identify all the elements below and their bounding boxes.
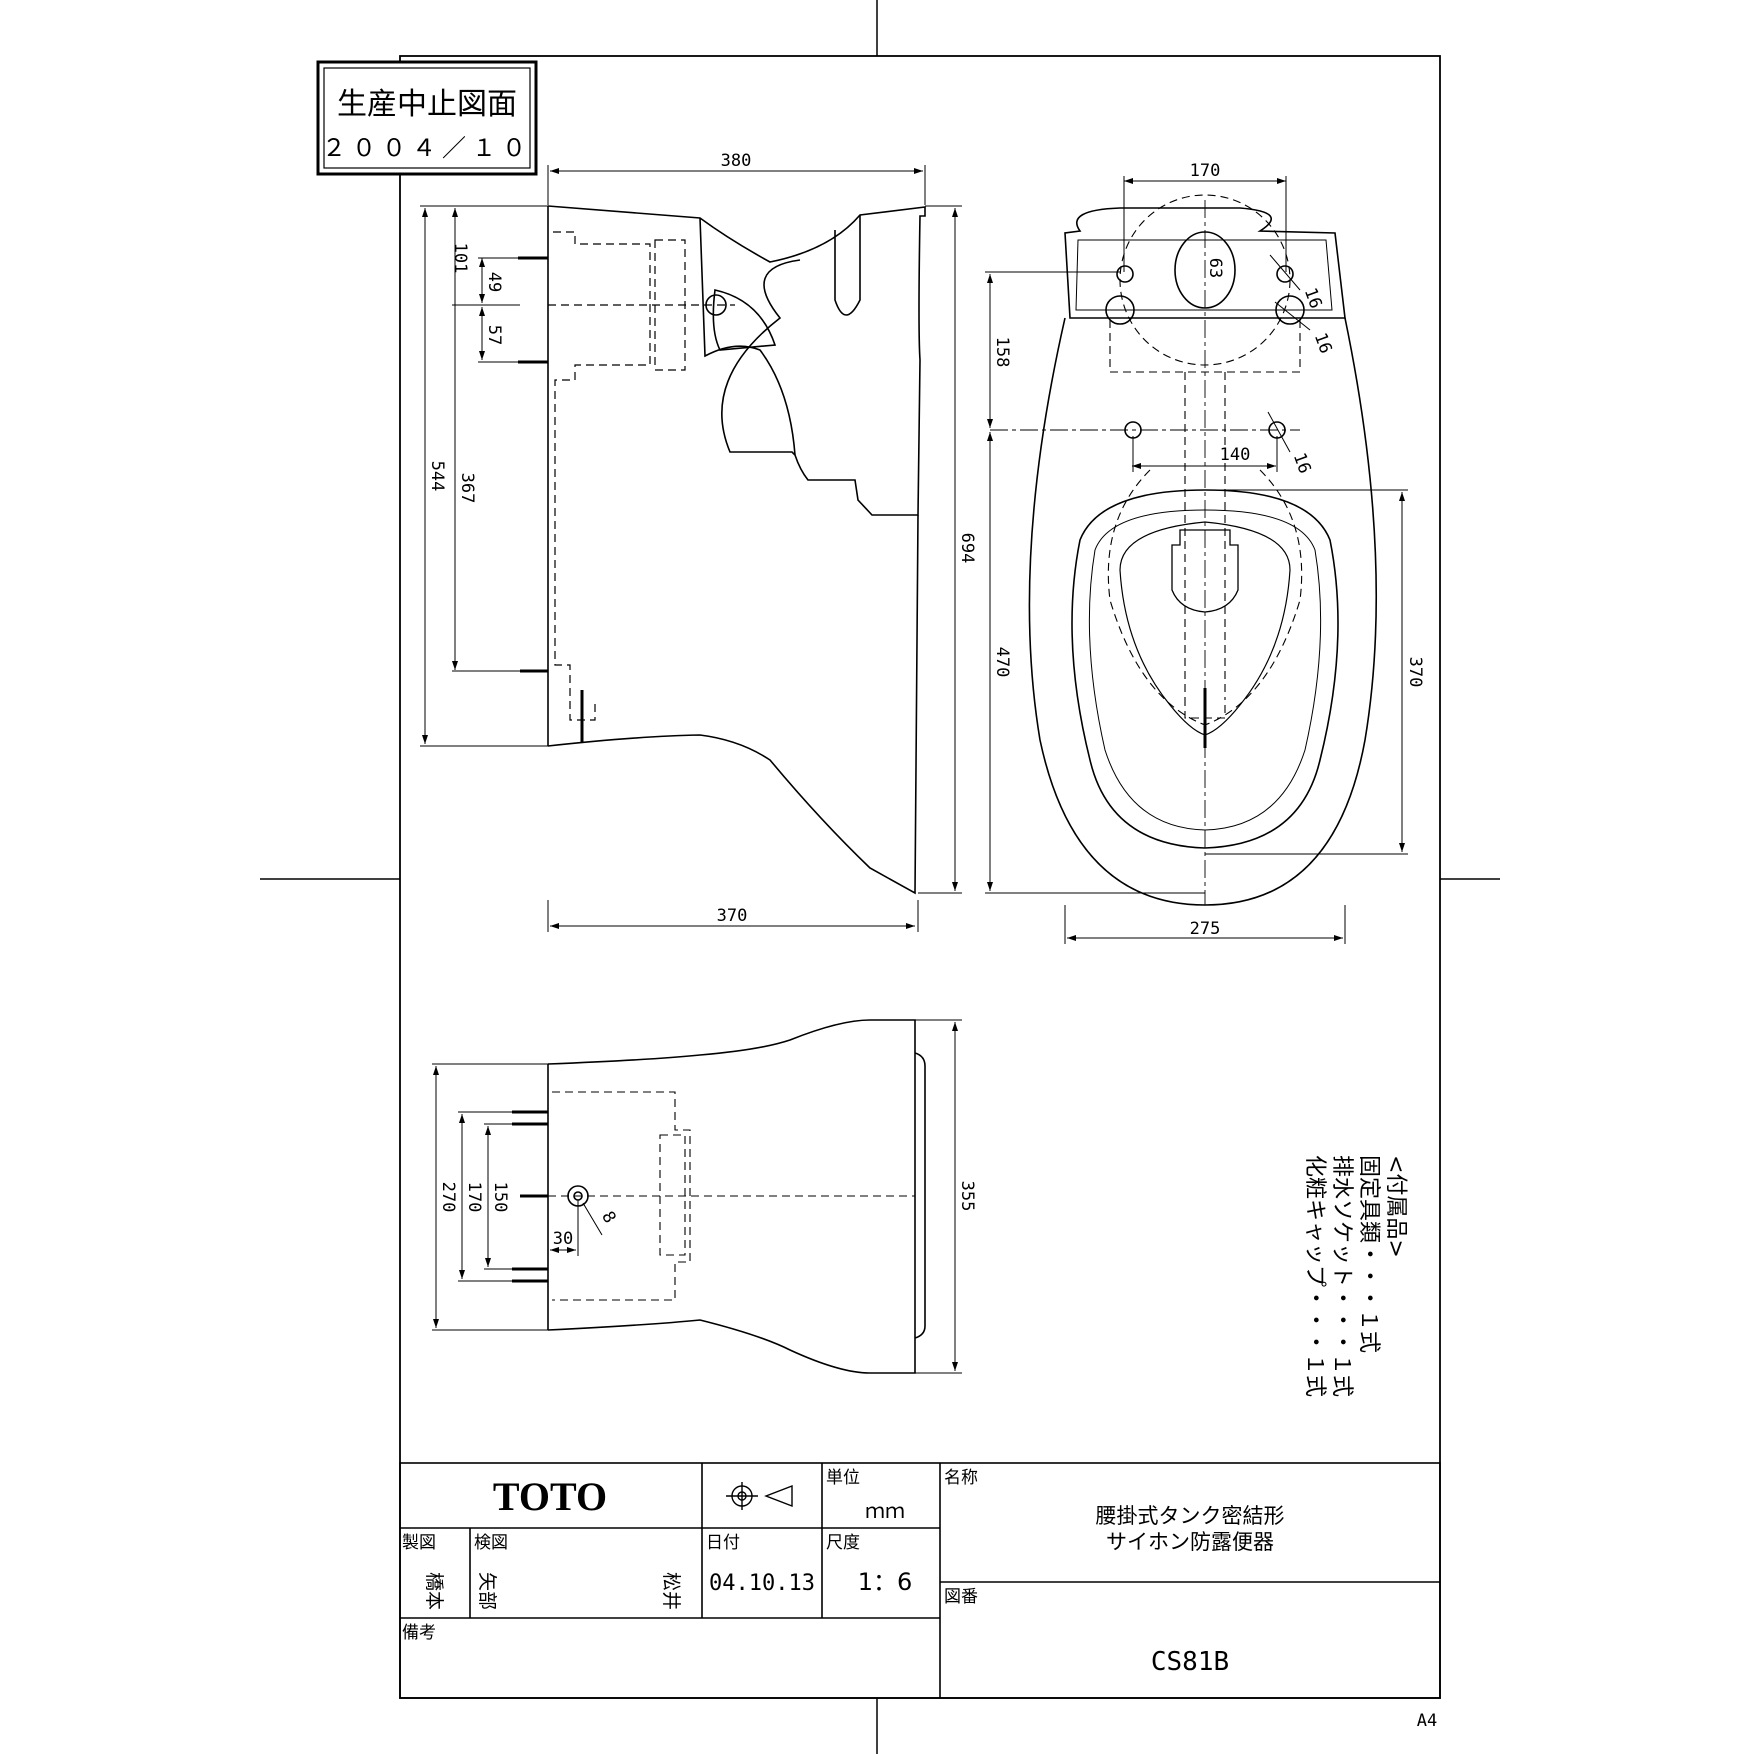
name-line-1: 腰掛式タンク密結形	[1096, 1504, 1285, 1528]
dim-8: 8	[597, 1208, 619, 1227]
bottom-view	[432, 1019, 962, 1374]
dim-140: 140	[1220, 445, 1251, 465]
drawing-border	[399, 55, 1441, 1699]
dim-170-front: 170	[1190, 161, 1221, 181]
dim-57: 57	[484, 325, 504, 345]
paper-size: A4	[1417, 1711, 1437, 1731]
drawing-no-label: 図番	[944, 1587, 978, 1607]
front-view-dimensions: 170 63 16 16 158 140 16 470 370 275	[992, 161, 1425, 939]
unit-value: ｍｍ	[865, 1499, 905, 1523]
dim-30: 30	[553, 1229, 573, 1249]
dim-16-c: 16	[1289, 450, 1315, 476]
dim-370-front: 370	[1405, 657, 1425, 688]
dim-355: 355	[957, 1181, 977, 1212]
title-block	[399, 1462, 1441, 1699]
front-view	[985, 176, 1408, 944]
accessory-item-3: 化粧キャップ・・・１式	[1302, 1155, 1327, 1397]
checked-label: 検図	[474, 1533, 508, 1553]
dim-544: 544	[427, 461, 447, 492]
third-angle-projection-icon	[726, 1482, 793, 1510]
unit-label: 単位	[826, 1468, 860, 1488]
drawn-by: 橋本	[423, 1572, 445, 1610]
crop-marks	[260, 0, 1500, 1754]
dim-694: 694	[957, 533, 977, 564]
dim-150: 150	[490, 1182, 510, 1213]
dim-380: 380	[721, 151, 752, 171]
side-view-dimensions: 380 370 101 49 57 544 367 694	[427, 151, 977, 926]
side-view	[420, 165, 962, 932]
dim-16-b: 16	[1310, 330, 1336, 356]
dim-170-bottom: 170	[464, 1182, 484, 1213]
date-value: 04.10.13	[709, 1571, 815, 1596]
drawing-number: CS81B	[1151, 1647, 1229, 1677]
stamp-title: 生産中止図面	[337, 87, 517, 122]
name-label: 名称	[944, 1468, 978, 1488]
dim-275: 275	[1190, 919, 1221, 939]
dim-470: 470	[992, 647, 1012, 678]
checked-by-2: 松井	[660, 1572, 682, 1610]
title-block-text: TOTO 単位 ｍｍ 名称 腰掛式タンク密結形 サイホン防露便器 製図 橋本 検…	[402, 1468, 1285, 1677]
scale-label: 尺度	[826, 1533, 860, 1553]
remarks-label: 備考	[402, 1623, 436, 1643]
name-line-2: サイホン防露便器	[1106, 1530, 1274, 1554]
dim-270: 270	[438, 1182, 458, 1213]
drawn-label: 製図	[402, 1533, 436, 1553]
dim-158: 158	[992, 337, 1012, 368]
accessories-list: <付属品> 固定具類・・・１式 排水ソケット・・・１式 化粧キャップ・・・１式	[1302, 1155, 1408, 1397]
dim-49: 49	[484, 272, 504, 292]
checked-by-1: 矢部	[476, 1572, 498, 1610]
dim-63: 63	[1205, 258, 1225, 278]
scale-value: 1：6	[858, 1568, 913, 1596]
dim-101: 101	[450, 243, 470, 274]
discontinued-stamp: 生産中止図面 ２００４／１０	[316, 60, 538, 176]
date-label: 日付	[706, 1533, 740, 1553]
dim-367: 367	[457, 473, 477, 504]
brand-logo: TOTO	[493, 1474, 607, 1519]
accessories-heading: <付属品>	[1383, 1155, 1408, 1258]
accessory-item-1: 固定具類・・・１式	[1356, 1155, 1381, 1353]
dim-370-side: 370	[717, 906, 748, 926]
accessory-item-2: 排水ソケット・・・１式	[1329, 1155, 1354, 1397]
bottom-view-dimensions: 270 170 150 30 8 355	[438, 1181, 977, 1249]
stamp-date: ２００４／１０	[322, 134, 532, 162]
